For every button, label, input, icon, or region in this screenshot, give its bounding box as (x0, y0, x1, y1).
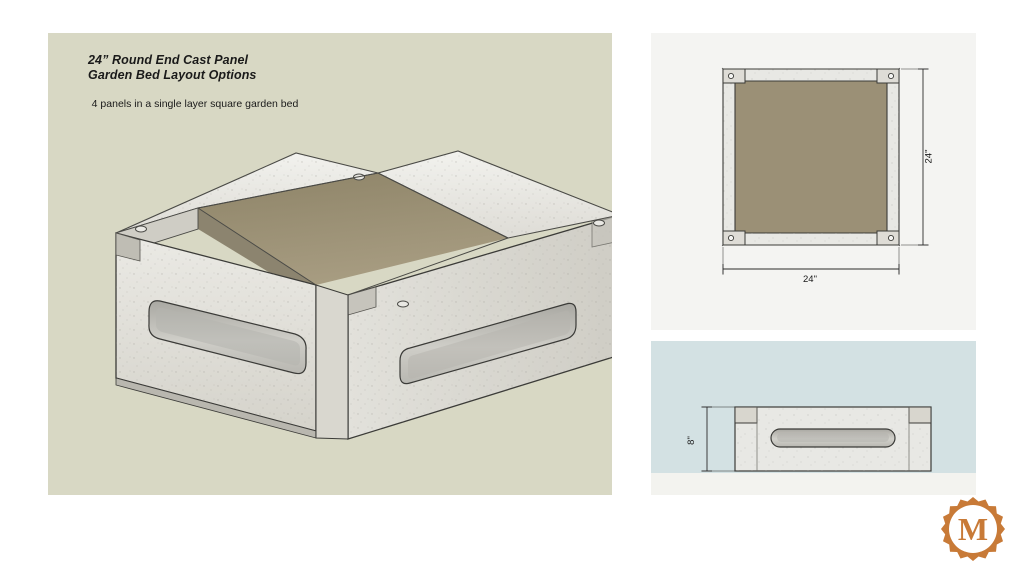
title-line-1: 24” Round End Cast Panel (88, 53, 249, 67)
subtitle-text: 4 panels in a single layer square garden… (91, 98, 299, 110)
plan-view-panel: 24" 24" (651, 33, 976, 330)
gear-logo: M (940, 496, 1006, 562)
main-illustration-panel: 24” Round End Cast Panel Garden Bed Layo… (48, 33, 612, 495)
elevation-height-dimension-label: 8" (685, 436, 697, 445)
title-block: 24” Round End Cast Panel Garden Bed Layo… (70, 53, 390, 111)
plan-height-dimension-label: 24" (923, 149, 935, 164)
elevation-view-drawing (701, 406, 932, 472)
plan-width-dimension-label: 24" (803, 274, 817, 285)
title-line-2: Garden Bed Layout Options (88, 68, 257, 82)
elevation-view-panel: 8" (651, 341, 976, 495)
isometric-garden-bed-drawing (115, 150, 612, 440)
ground-strip (651, 473, 976, 495)
plan-view-drawing (721, 67, 929, 275)
logo-letter: M (958, 511, 988, 547)
